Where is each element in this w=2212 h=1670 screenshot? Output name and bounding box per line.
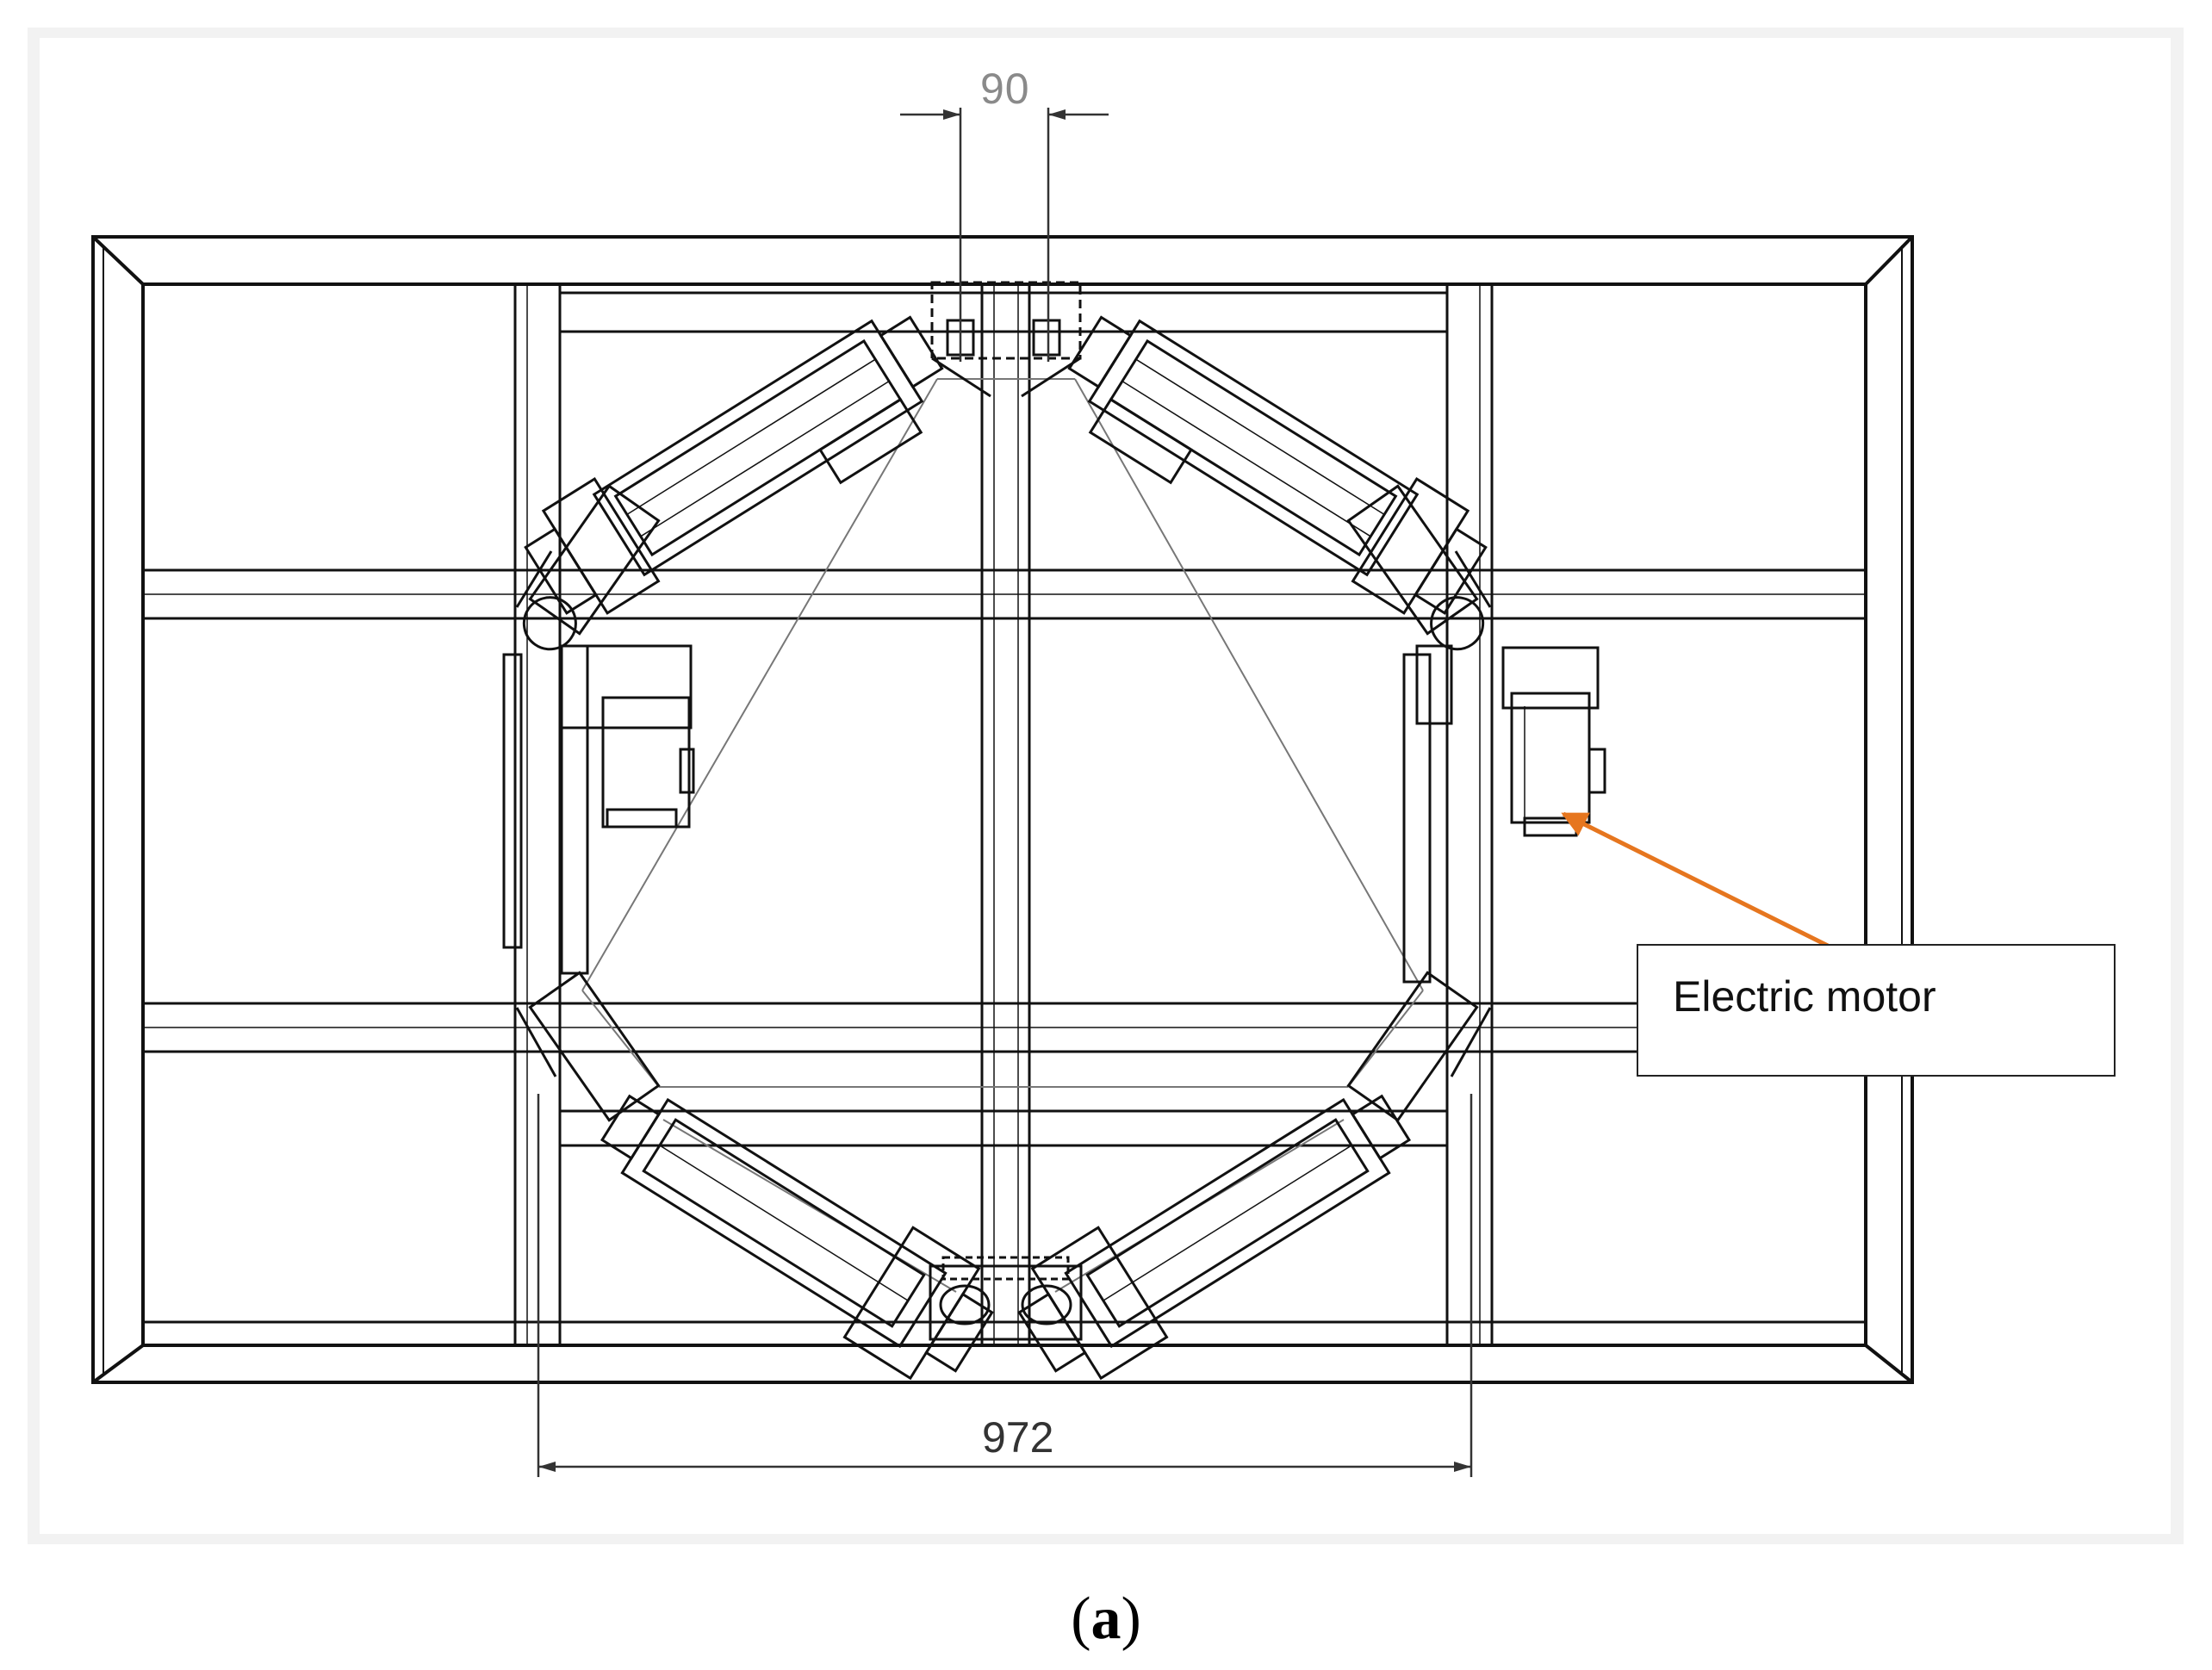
left-motor-unit bbox=[502, 644, 695, 975]
dimension-label-bottom: 972 bbox=[982, 1413, 1054, 1462]
horizontal-rails bbox=[141, 291, 1867, 1347]
outer-frame bbox=[91, 235, 1914, 1384]
callout-label: Electric motor bbox=[1673, 972, 1936, 1021]
dimension-label-top: 90 bbox=[980, 65, 1030, 113]
callout-box: Electric motor bbox=[1637, 944, 2116, 1077]
electric-motor bbox=[1501, 646, 1606, 837]
dimension-top bbox=[900, 108, 1109, 362]
callout-arrow bbox=[1561, 811, 1830, 948]
drawing-frame bbox=[28, 28, 2184, 1544]
dimension-bottom bbox=[537, 1094, 1473, 1477]
right-motor-unit bbox=[1402, 644, 1453, 984]
caption-letter: a bbox=[1090, 1586, 1122, 1652]
drawing-area bbox=[40, 38, 2171, 1534]
vertical-posts bbox=[513, 282, 1494, 1347]
actuator-bottom-right bbox=[1017, 1094, 1412, 1381]
actuator-top-right bbox=[1067, 315, 1488, 615]
corner-joints bbox=[515, 484, 1492, 1122]
caption-close: ) bbox=[1121, 1586, 1141, 1652]
construction-lines bbox=[581, 378, 1424, 1293]
actuator-top-left bbox=[524, 315, 944, 615]
bottom-hub bbox=[929, 1256, 1083, 1341]
actuator-bottom-left bbox=[600, 1094, 994, 1381]
caption-open: ( bbox=[1071, 1586, 1091, 1652]
figure-caption: (a) bbox=[0, 1585, 2212, 1654]
